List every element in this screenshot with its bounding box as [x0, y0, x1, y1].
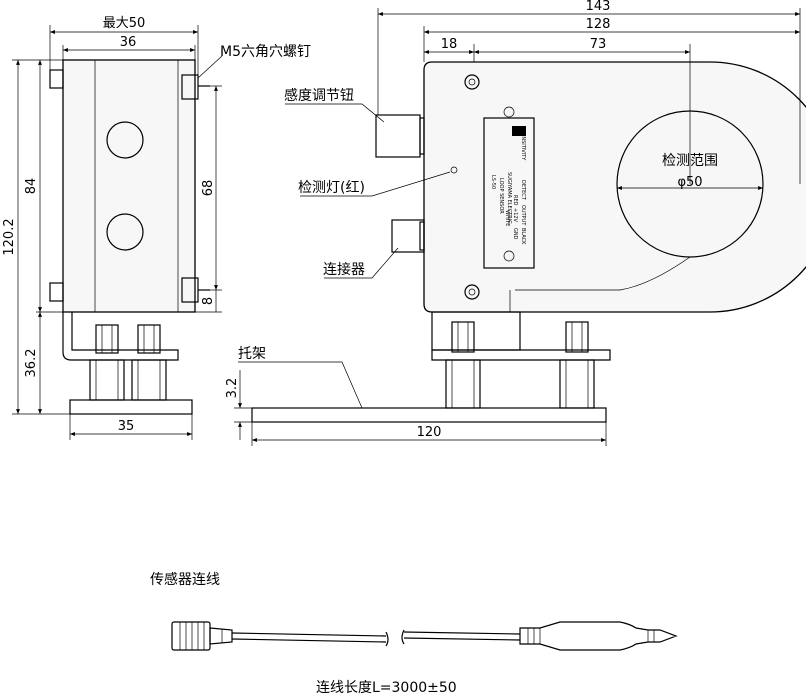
svg-text:OUTPUT: OUTPUT: [520, 205, 526, 226]
dim-143: 143: [586, 0, 611, 14]
label-bracket: 托架: [238, 346, 266, 362]
side-view-body: [62, 59, 196, 313]
svg-text:BLACK: BLACK: [520, 228, 526, 245]
bracket-plate: [251, 407, 607, 423]
adjust-knob-circle: [106, 121, 144, 159]
mounting-hole-top: [464, 74, 480, 90]
front-stud-left: [445, 321, 481, 409]
svg-text:DETECT: DETECT: [520, 180, 526, 201]
svg-text:+12V: +12V: [512, 208, 518, 223]
label-detection-range: 检测范围: [662, 152, 718, 169]
connector-circle: [106, 213, 144, 251]
front-stud-right: [559, 321, 595, 409]
screw-top-left: [49, 69, 64, 89]
detect-lamp: [450, 166, 458, 174]
side-stud-left: [89, 324, 125, 401]
front-bracket-rail: [431, 349, 611, 361]
front-mount-block: [431, 311, 521, 351]
screw-top-right: [181, 74, 199, 100]
nameplate-text: LS-50 LOOP SENSOR SUGIYAMA ELECTRIC SENS…: [490, 130, 526, 245]
label-m5-screw: M5六角穴螺钉: [220, 44, 311, 60]
dim-68: 68: [201, 180, 216, 197]
dim-73: 73: [590, 37, 607, 52]
svg-text:LOOP SENSOR: LOOP SENSOR: [498, 178, 504, 214]
label-detect-lamp: 检测灯(红): [298, 180, 365, 196]
dim-35: 35: [118, 419, 135, 434]
cable-plug: [519, 621, 678, 651]
side-base-plate: [69, 399, 193, 415]
side-bracket: [62, 312, 179, 361]
mounting-hole-bottom: [464, 284, 480, 300]
dim-8: 8: [201, 297, 216, 305]
dim-84: 84: [24, 178, 39, 195]
dim-36: 36: [120, 35, 137, 50]
label-sensitivity-knob: 感度调节钮: [284, 87, 354, 104]
sensor-cable: 传感器连线 连线长度L=3000±50: [150, 571, 678, 696]
svg-text:WHITE: WHITE: [504, 210, 510, 226]
front-connector: [391, 219, 425, 253]
front-view-body: [423, 61, 806, 313]
front-view: LS-50 LOOP SENSOR SUGIYAMA ELECTRIC SENS…: [225, 0, 806, 446]
svg-text:SENSITIVITY: SENSITIVITY: [520, 130, 526, 161]
svg-text:SUGIYAMA ELECTRIC: SUGIYAMA ELECTRIC: [506, 172, 512, 224]
side-stud-right: [131, 324, 167, 401]
dim-max50: 最大50: [103, 16, 146, 31]
dim-120-2: 120.2: [2, 218, 17, 255]
side-view: 最大50 36 M5六角穴螺钉 120.2 84 36.2 68 8 3: [2, 16, 311, 440]
label-connector: 连接器: [323, 261, 365, 278]
dim-3-2: 3.2: [225, 378, 240, 399]
cable-title: 传感器连线: [150, 571, 220, 588]
dim-36-2: 36.2: [24, 349, 39, 378]
svg-text:LS-50: LS-50: [490, 175, 496, 189]
dim-phi50: φ50: [677, 175, 702, 190]
screw-bottom-left: [49, 282, 64, 302]
dim-120: 120: [417, 425, 442, 440]
cable-length-label: 连线长度L=3000±50: [316, 680, 457, 696]
nameplate: [483, 117, 535, 269]
dim-128: 128: [586, 17, 611, 32]
dim-18: 18: [441, 37, 458, 52]
svg-text:RED: RED: [512, 195, 518, 206]
svg-text:GND: GND: [512, 228, 518, 240]
